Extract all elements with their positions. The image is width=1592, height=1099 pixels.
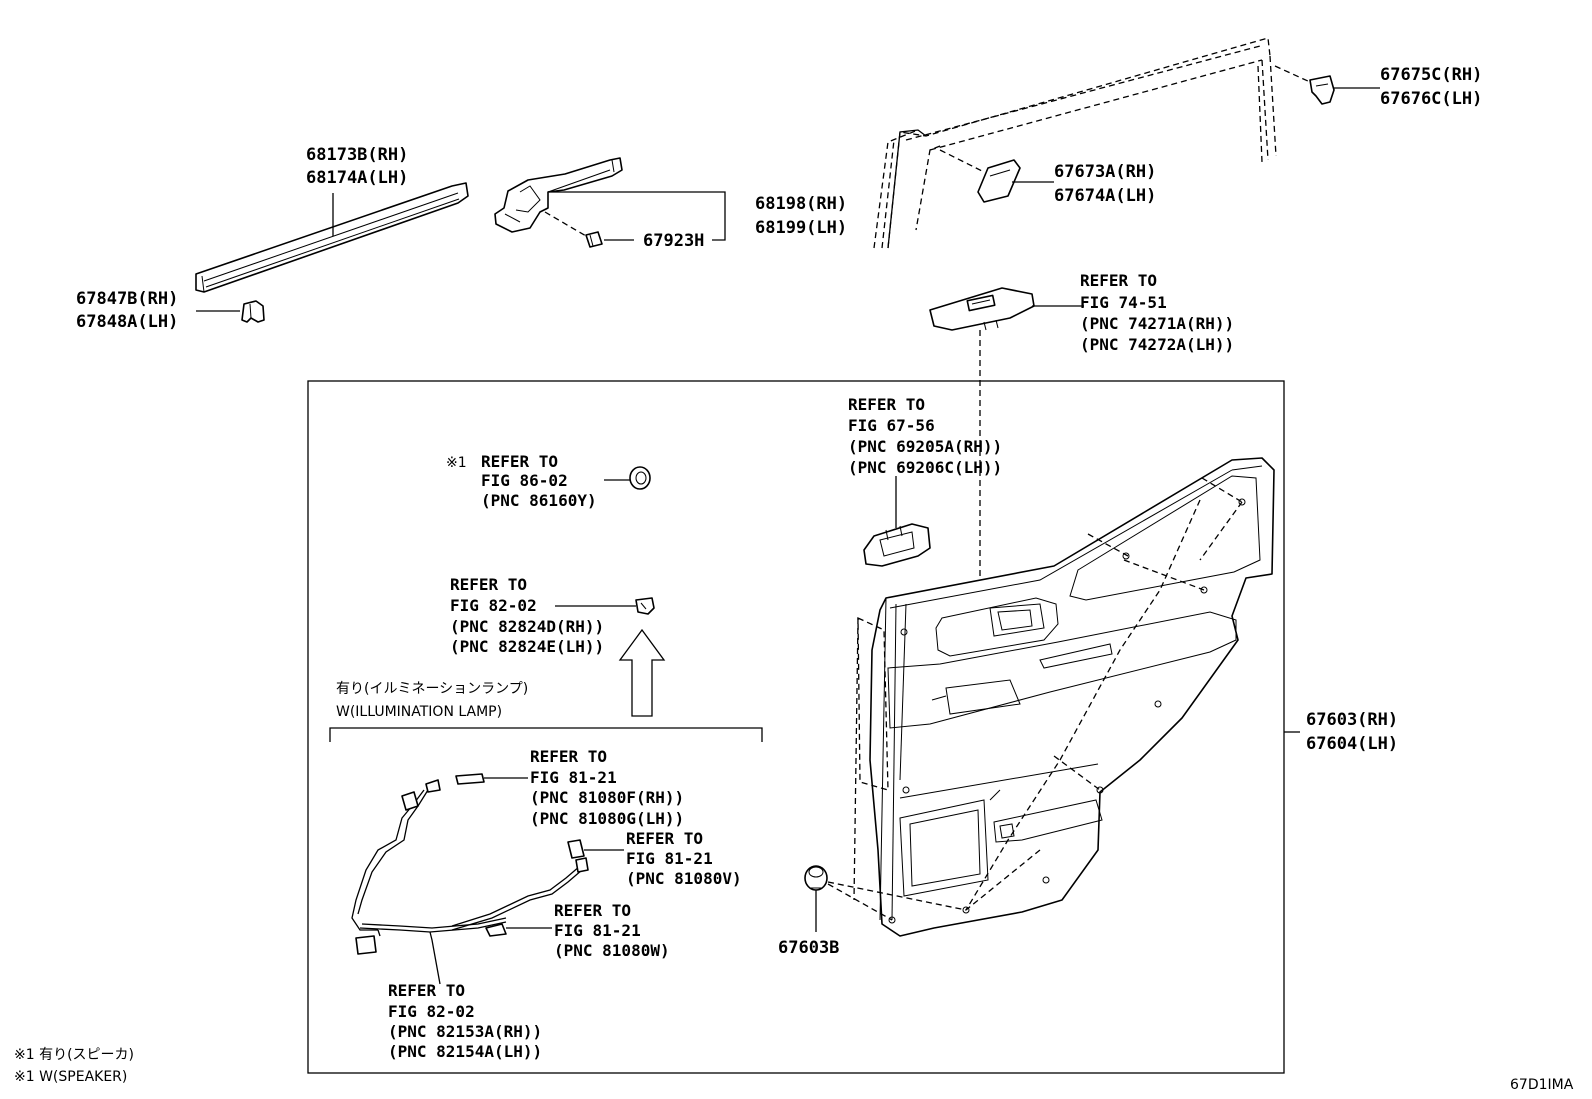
footnote: ※1 有り(スピーカ) ※1 W(SPEAKER) <box>14 1047 138 1085</box>
clip-67923-part <box>544 211 634 248</box>
label-67847B: 67847B(RH)67848A(LH) <box>76 289 178 332</box>
diagram-code: 67D1IMA <box>1510 1077 1574 1093</box>
door-trim-panel-part <box>853 457 1300 937</box>
label-refer-82-02-harness: REFER TO FIG 82-02 (PNC 82153A(RH)) (PNC… <box>388 981 552 1061</box>
label-67603B: 67603B <box>778 938 839 958</box>
door-frame-weatherstrip <box>873 37 1277 249</box>
label-refer-67-56: REFER TO FIG 67-56 (PNC 69205A(RH)) (PNC… <box>848 395 1012 477</box>
label-speaker-mark: ※1 <box>446 455 467 471</box>
clip-67847-part <box>196 300 265 323</box>
label-refer-82-02-lamp: REFER TO FIG 82-02 (PNC 82824D(RH)) (PNC… <box>450 575 614 656</box>
label-68198: 68198(RH)68199(LH) <box>755 194 847 238</box>
corner-piece-67675-part <box>1274 65 1380 105</box>
power-window-switch-part <box>929 287 1084 712</box>
label-refer-74-51: REFER TO FIG 74-51 (PNC 74271A(RH)) (PNC… <box>1080 271 1244 354</box>
direction-arrow <box>618 628 666 717</box>
label-refer-81-21-a: REFER TO FIG 81-21 (PNC 81080F(RH)) (PNC… <box>530 747 694 828</box>
label-67675C: 67675C(RH)67676C(LH) <box>1380 65 1482 109</box>
weatherstrip-bracket-part <box>494 157 726 241</box>
label-refer-81-21-c: REFER TO FIG 81-21 (PNC 81080W) <box>554 901 670 960</box>
inside-door-handle-part <box>863 476 931 567</box>
label-67923H: 67923H <box>643 231 704 251</box>
clip-67603B-part <box>804 865 967 932</box>
illumination-bracket <box>329 727 763 742</box>
belt-moulding-part <box>195 182 469 293</box>
speaker-part <box>604 466 651 490</box>
label-67603: 67603(RH)67604(LH) <box>1306 710 1398 754</box>
door-trim-assembly-box <box>307 380 1285 1074</box>
corner-piece-67673-part <box>939 149 1054 203</box>
wire-harness-part <box>351 773 624 985</box>
label-68173B: 68173B(RH)68174A(LH) <box>306 145 408 188</box>
label-67673A: 67673A(RH)67674A(LH) <box>1054 162 1156 206</box>
lamp-part <box>555 597 655 615</box>
label-illumination-lamp: 有り(イルミネーションランプ) W(ILLUMINATION LAMP) <box>336 681 533 720</box>
label-refer-81-21-b: REFER TO FIG 81-21 (PNC 81080V) <box>626 829 742 888</box>
label-refer-86-02: REFER TO FIG 86-02 (PNC 86160Y) <box>481 452 597 510</box>
